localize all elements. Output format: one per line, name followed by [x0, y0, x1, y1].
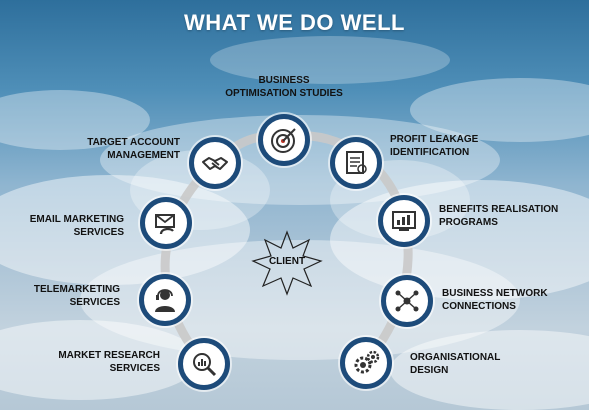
service-node-benefits-realisation[interactable] — [378, 195, 430, 247]
service-node-business-network[interactable] — [381, 275, 433, 327]
headset-person-icon — [155, 289, 175, 312]
service-node-email-marketing[interactable] — [140, 197, 192, 249]
email-hand-icon — [155, 214, 175, 235]
center-label: CLIENT — [268, 256, 306, 267]
network-icon — [395, 290, 419, 312]
service-node-organisational-design[interactable] — [340, 337, 392, 389]
target-icon — [271, 128, 296, 153]
service-node-market-research[interactable] — [178, 338, 230, 390]
handshake-icon — [202, 157, 228, 170]
magnifier-chart-icon — [193, 353, 217, 377]
service-node-telemarketing[interactable] — [139, 274, 191, 326]
report-icon — [392, 211, 416, 231]
gears-icon — [354, 350, 380, 374]
client-star-icon — [251, 230, 323, 296]
service-node-profit-leakage[interactable] — [330, 137, 382, 189]
page-title: WHAT WE DO WELL — [184, 10, 405, 35]
service-node-target-account[interactable] — [189, 137, 241, 189]
service-node-business-optimisation[interactable] — [258, 114, 310, 166]
document-icon — [346, 151, 367, 174]
